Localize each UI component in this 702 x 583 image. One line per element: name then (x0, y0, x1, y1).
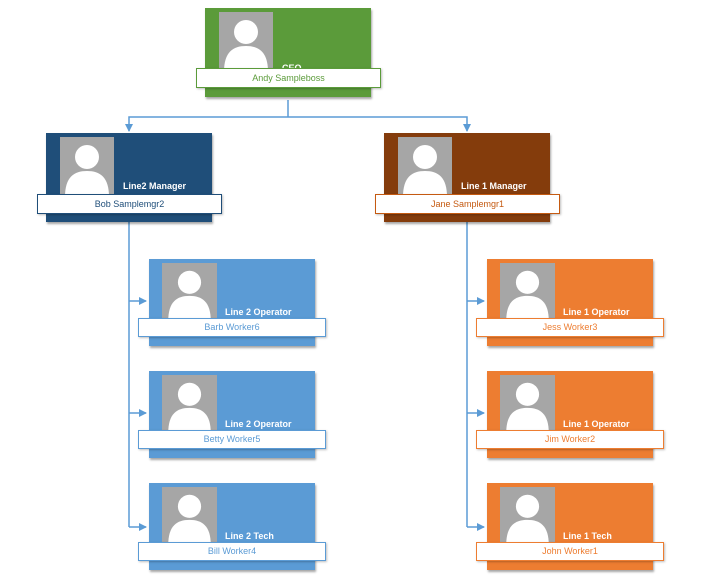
node-title: Line 1 Operator (563, 307, 630, 317)
node-name: Bill Worker4 (138, 542, 326, 561)
node-name: Betty Worker5 (138, 430, 326, 449)
node-name: Jess Worker3 (476, 318, 664, 337)
person-placeholder-icon (162, 487, 217, 545)
node-title: Line2 Manager (123, 181, 187, 191)
node-title: Line 1 Tech (563, 531, 612, 541)
node-name: Andy Sampleboss (196, 68, 381, 88)
node-name: Bob Samplemgr2 (37, 194, 222, 214)
person-placeholder-icon (162, 263, 217, 321)
node-title: Line 2 Operator (225, 419, 292, 429)
node-line2-worker[interactable]: Line 2 Operator Barb Worker6 (138, 259, 329, 351)
person-placeholder-icon (162, 375, 217, 433)
node-ceo[interactable]: CEO Andy Sampleboss (196, 8, 385, 100)
node-name: Jane Samplemgr1 (375, 194, 560, 214)
person-placeholder-icon (500, 263, 555, 321)
person-placeholder-icon (398, 137, 452, 197)
connector-ceo-to-line1-manager (288, 116, 471, 132)
node-title: Line 1 Operator (563, 419, 630, 429)
node-line2-manager[interactable]: Line2 Manager Bob Samplemgr2 (37, 133, 226, 225)
connector-ceo-to-line2-manager (125, 116, 288, 132)
node-name: Jim Worker2 (476, 430, 664, 449)
node-title: Line 2 Tech (225, 531, 274, 541)
node-title: Line 1 Manager (461, 181, 527, 191)
node-name: Barb Worker6 (138, 318, 326, 337)
person-placeholder-icon (500, 375, 555, 433)
node-title: Line 2 Operator (225, 307, 292, 317)
node-line1-worker[interactable]: Line 1 Operator Jess Worker3 (476, 259, 667, 351)
node-line1-worker[interactable]: Line 1 Tech John Worker1 (476, 483, 667, 575)
person-placeholder-icon (60, 137, 114, 197)
person-placeholder-icon (500, 487, 555, 545)
node-line1-manager[interactable]: Line 1 Manager Jane Samplemgr1 (375, 133, 564, 225)
node-name: John Worker1 (476, 542, 664, 561)
node-line2-worker[interactable]: Line 2 Tech Bill Worker4 (138, 483, 329, 575)
node-line1-worker[interactable]: Line 1 Operator Jim Worker2 (476, 371, 667, 463)
node-line2-worker[interactable]: Line 2 Operator Betty Worker5 (138, 371, 329, 463)
person-placeholder-icon (219, 12, 273, 72)
